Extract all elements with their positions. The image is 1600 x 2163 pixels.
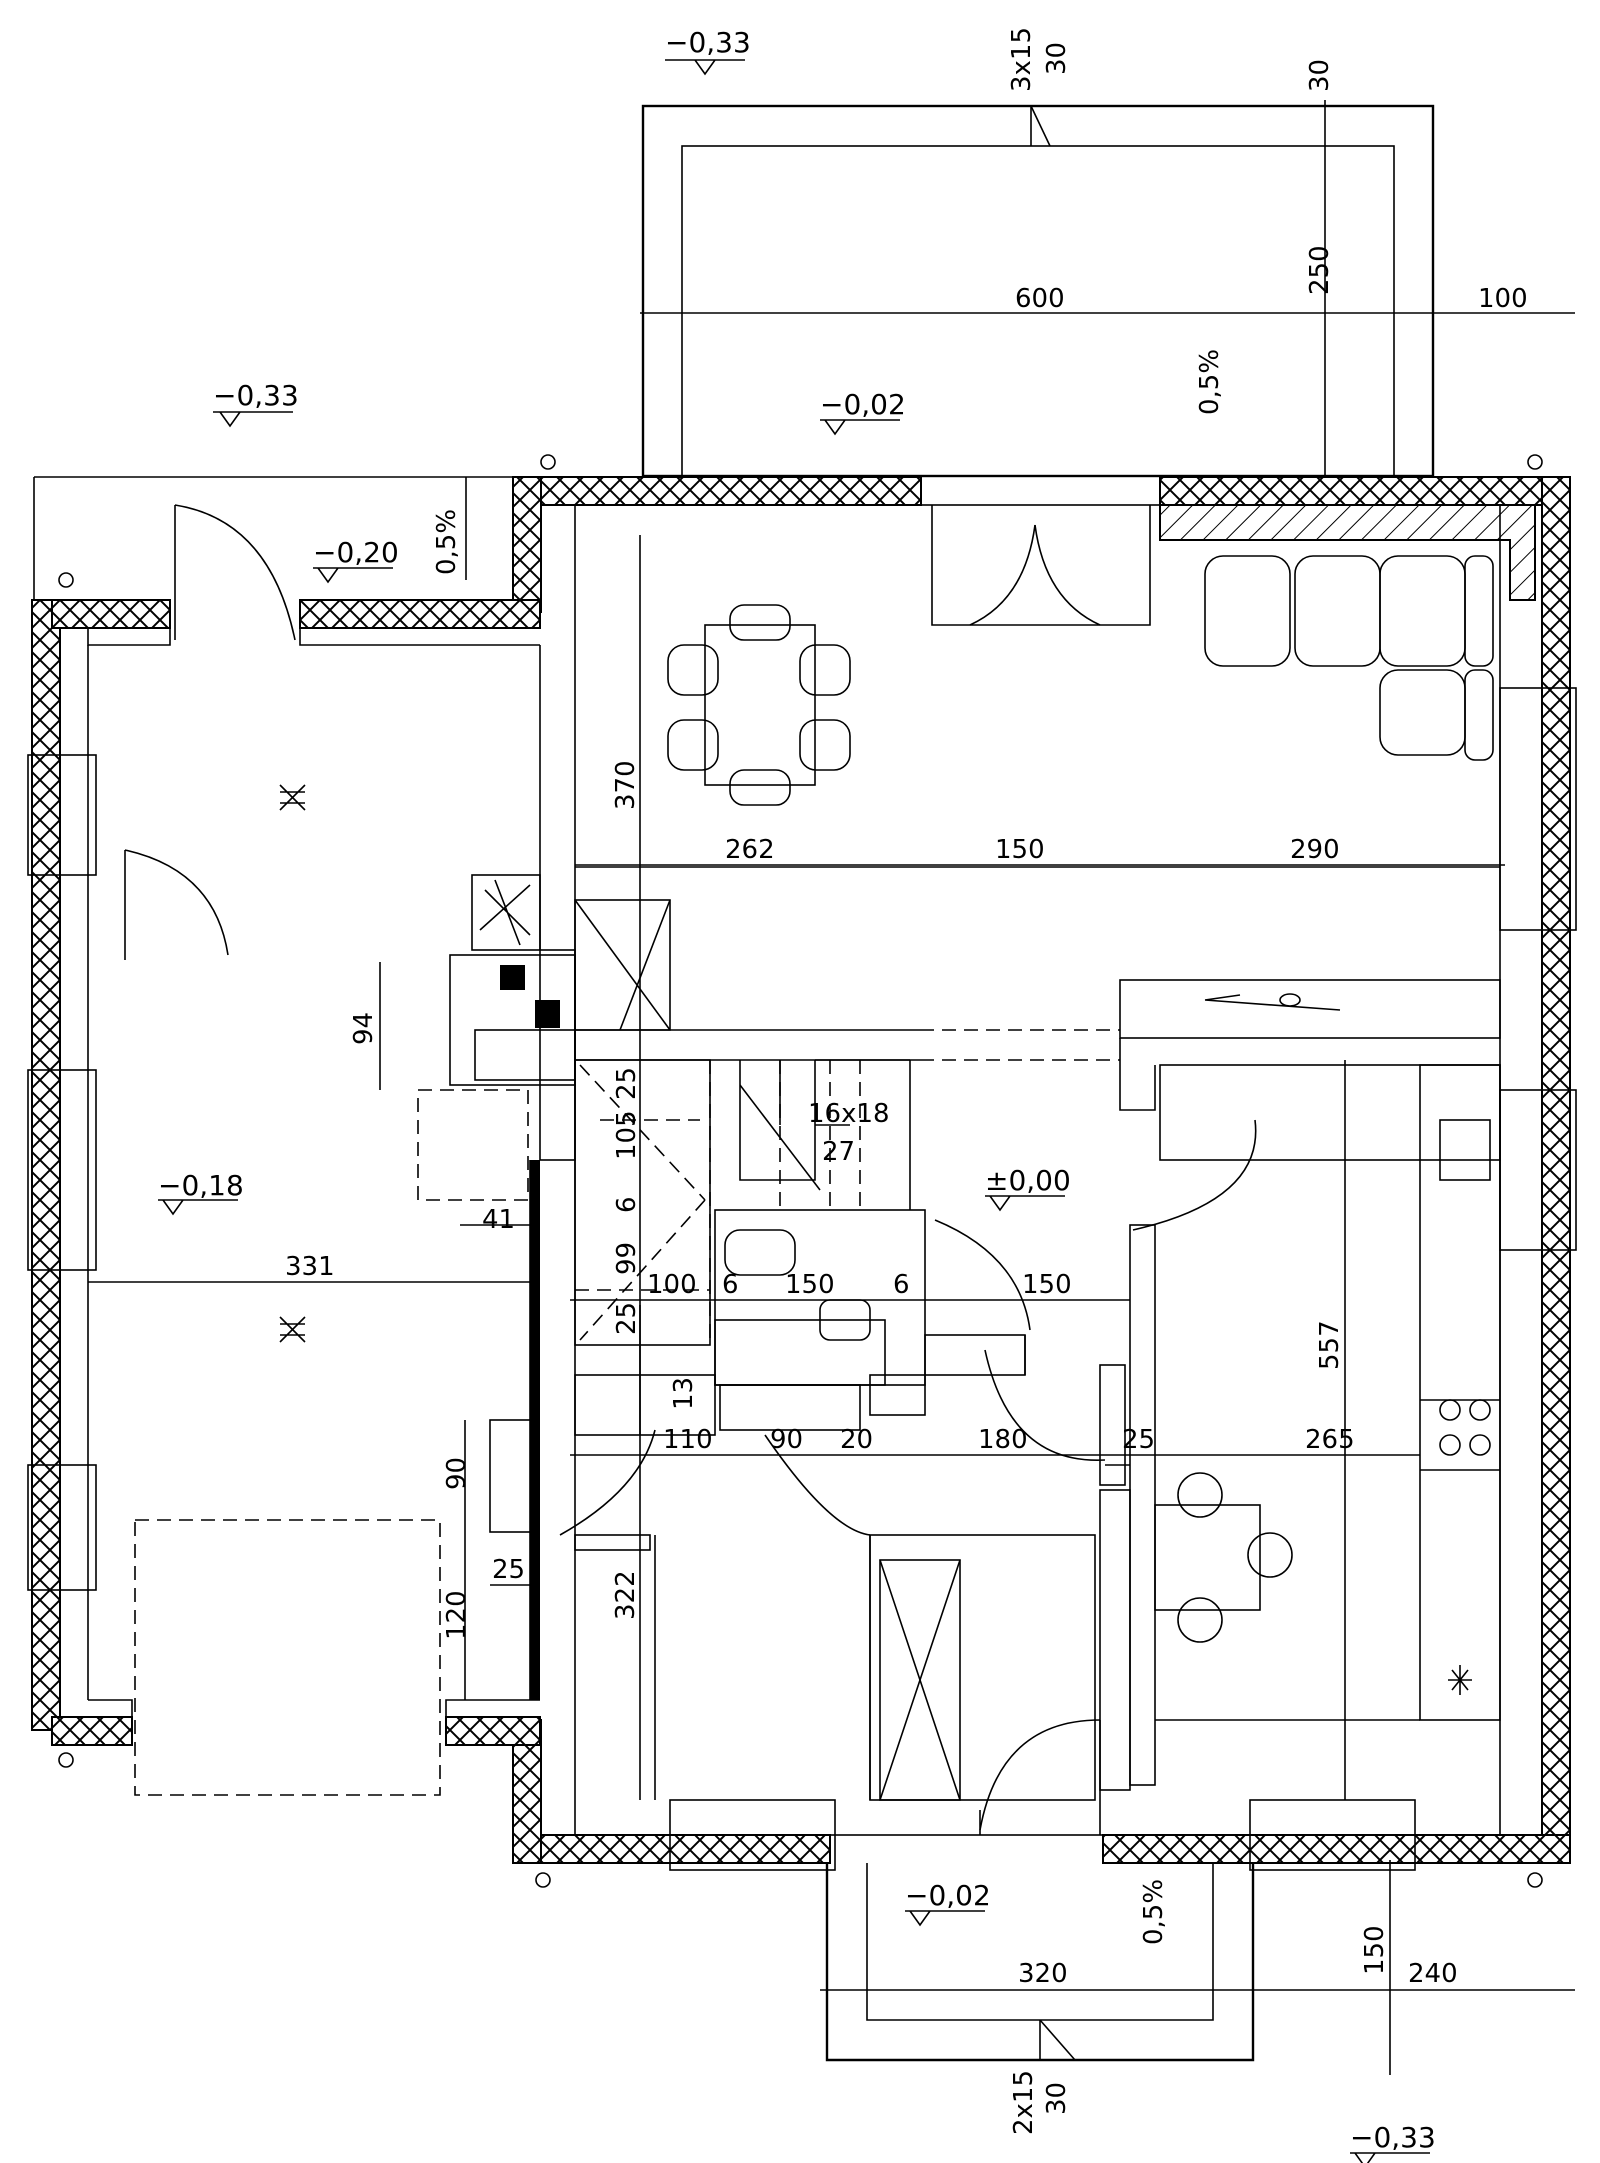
dim-porch-right: 240 xyxy=(1408,1959,1458,1989)
stair-steps-depth: 27 xyxy=(822,1137,855,1167)
dim-hall-150: 150 xyxy=(1022,1270,1072,1300)
dim-kitchen-height: 557 xyxy=(1315,1320,1345,1370)
porch-steps-count: 2x15 xyxy=(1009,2070,1039,2135)
dim-90a: 90 xyxy=(770,1425,803,1455)
dim-terrace-width: 600 xyxy=(1015,284,1065,314)
dim-25c: 25 xyxy=(1122,1425,1155,1455)
dim-porch-depth: 150 xyxy=(1360,1925,1390,1975)
level-garage: −0,18 xyxy=(158,1169,244,1202)
dim-wc-100: 100 xyxy=(647,1270,697,1300)
dim-terrace-wall: 30 xyxy=(1305,59,1335,92)
dim-stair-25a: 25 xyxy=(612,1067,642,1100)
slope-terrace: 0,5% xyxy=(1195,349,1225,415)
dim-stair-105: 105 xyxy=(612,1110,642,1160)
staircase xyxy=(574,1059,911,1346)
level-terrace-top: −0,33 xyxy=(665,26,751,59)
terrace-steps-count: 3x15 xyxy=(1007,27,1037,92)
dim-room-height: 322 xyxy=(611,1570,641,1620)
slope-labels: 0,5% 0,5% 0,5% xyxy=(432,349,1225,1945)
furniture xyxy=(134,555,1501,1796)
exterior-walls xyxy=(31,476,1571,1864)
dimension-lines xyxy=(88,100,1575,2075)
porch-steps-depth: 30 xyxy=(1042,2082,1072,2115)
slope-entrance: 0,5% xyxy=(432,509,462,575)
terrace-steps-depth: 30 xyxy=(1042,42,1072,75)
dim-garage-width: 331 xyxy=(285,1252,335,1282)
dim-garage-90b: 90 xyxy=(442,1457,472,1490)
grid-markers xyxy=(58,454,1543,1888)
dim-20: 20 xyxy=(840,1425,873,1455)
dimension-labels: 600 100 30 250 370 262 150 290 94 41 331… xyxy=(285,59,1528,1989)
doors xyxy=(124,504,1257,1835)
dim-living-right: 290 xyxy=(1290,835,1340,865)
front-porch xyxy=(825,1863,1255,2062)
dim-180: 180 xyxy=(978,1425,1028,1455)
dim-living-height: 370 xyxy=(611,760,641,810)
dim-garage-120: 120 xyxy=(442,1590,472,1640)
dim-terrace-depth: 250 xyxy=(1305,245,1335,295)
level-entrance-left: −0,33 xyxy=(213,379,299,412)
interior-walls xyxy=(449,504,1501,1836)
dim-porch-width: 320 xyxy=(1018,1959,1068,1989)
stair-steps-count: 16x18 xyxy=(808,1099,890,1129)
level-bottom-right: −0,33 xyxy=(1350,2121,1436,2154)
dim-hall-94: 94 xyxy=(349,1012,379,1045)
dim-stair-99: 99 xyxy=(612,1242,642,1275)
level-markers: −0,33 −0,33 −0,02 −0,20 −0,18 ±0,00 −0,0… xyxy=(158,26,1436,2154)
dim-stair-25b: 25 xyxy=(612,1302,642,1335)
dim-dining-width: 262 xyxy=(725,835,775,865)
level-terrace-floor: −0,02 xyxy=(820,388,906,421)
dim-wc-6c: 6 xyxy=(893,1270,910,1300)
dim-terrace-right: 100 xyxy=(1478,284,1528,314)
dim-garage-25d: 25 xyxy=(492,1555,525,1585)
dim-hall-41: 41 xyxy=(482,1205,515,1235)
step-labels: 3x15 30 2x15 30 16x18 27 xyxy=(808,27,1072,2135)
level-front-porch: −0,02 xyxy=(905,1879,991,1912)
dim-13: 13 xyxy=(669,1377,699,1410)
dim-110: 110 xyxy=(663,1425,713,1455)
level-vestibule: −0,20 xyxy=(313,536,399,569)
dim-living-mid: 150 xyxy=(995,835,1045,865)
level-triangles xyxy=(158,59,1430,2163)
dim-wc-150: 150 xyxy=(785,1270,835,1300)
dim-stair-6a: 6 xyxy=(612,1196,642,1213)
level-main-floor: ±0,00 xyxy=(985,1164,1071,1197)
dim-wc-6b: 6 xyxy=(722,1270,739,1300)
rear-terrace xyxy=(641,104,1435,478)
dim-kitchen-width: 265 xyxy=(1305,1425,1355,1455)
slope-front-porch: 0,5% xyxy=(1139,1879,1169,1945)
